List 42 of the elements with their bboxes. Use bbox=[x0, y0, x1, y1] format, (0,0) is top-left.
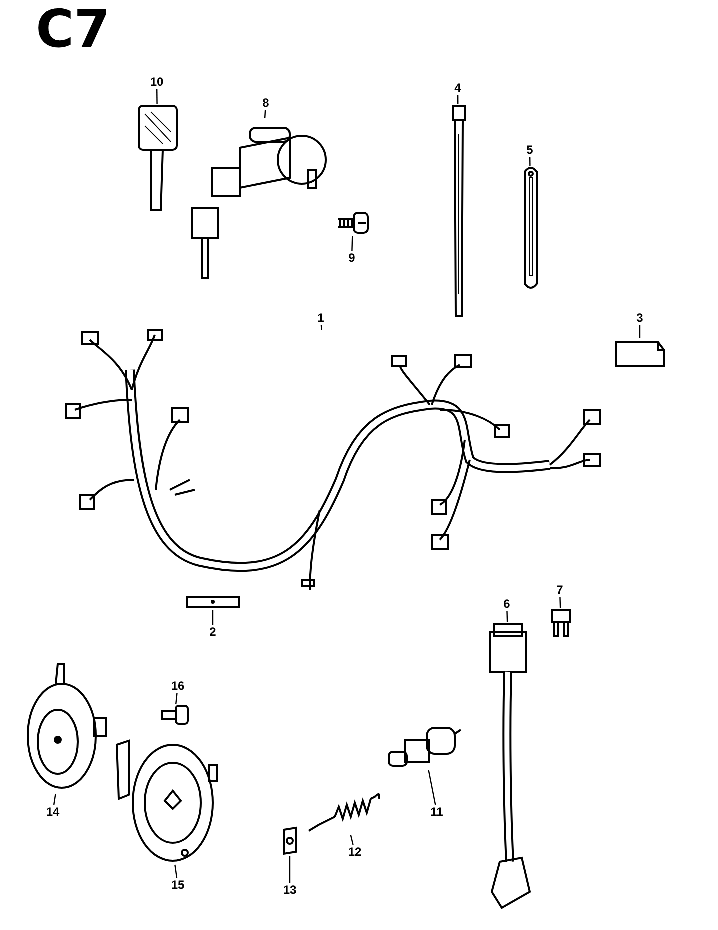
callout-number: 15 bbox=[170, 878, 186, 892]
bolt-drawing bbox=[160, 704, 190, 726]
leader-line bbox=[54, 794, 56, 806]
callout-number: 10 bbox=[149, 75, 165, 89]
screw-drawing bbox=[336, 210, 370, 236]
callout-number: 9 bbox=[348, 251, 356, 265]
leader-line bbox=[639, 325, 641, 338]
callout-number: 16 bbox=[170, 679, 186, 693]
callout-number: 12 bbox=[347, 845, 363, 859]
leader-line bbox=[530, 157, 531, 166]
callout-number: 14 bbox=[45, 805, 61, 819]
sticker-drawing bbox=[612, 338, 668, 370]
fuse-drawing bbox=[550, 608, 572, 638]
cable-strap-drawing bbox=[450, 104, 468, 320]
callout-number: 1 bbox=[316, 311, 326, 325]
leader-line bbox=[352, 236, 354, 252]
callout-number: 13 bbox=[282, 883, 298, 897]
callout-number: 6 bbox=[502, 597, 512, 611]
leader-line bbox=[174, 864, 178, 878]
cable-clamp-drawing bbox=[521, 166, 541, 292]
page-title: C7 bbox=[36, 2, 110, 58]
callout-number: 5 bbox=[526, 143, 534, 157]
callout-number: 3 bbox=[636, 311, 644, 325]
callout-number: 7 bbox=[556, 583, 564, 597]
leader-line bbox=[457, 95, 459, 104]
leader-line bbox=[560, 596, 562, 608]
callout-number: 2 bbox=[208, 625, 218, 639]
callout-number: 8 bbox=[262, 96, 270, 110]
callout-number: 4 bbox=[454, 81, 462, 95]
resistor-drawing bbox=[185, 594, 241, 610]
leader-line bbox=[320, 324, 322, 330]
leader-line bbox=[350, 834, 354, 846]
leader-line bbox=[289, 856, 291, 883]
leader-line bbox=[264, 110, 266, 118]
bracket-drawing bbox=[280, 826, 300, 856]
key-drawing bbox=[137, 104, 179, 214]
leader-line bbox=[156, 89, 158, 104]
leader-line bbox=[176, 692, 178, 704]
leader-line bbox=[428, 770, 436, 806]
leader-line bbox=[506, 610, 508, 622]
leader-line bbox=[212, 610, 214, 625]
callout-number: 11 bbox=[430, 805, 444, 819]
